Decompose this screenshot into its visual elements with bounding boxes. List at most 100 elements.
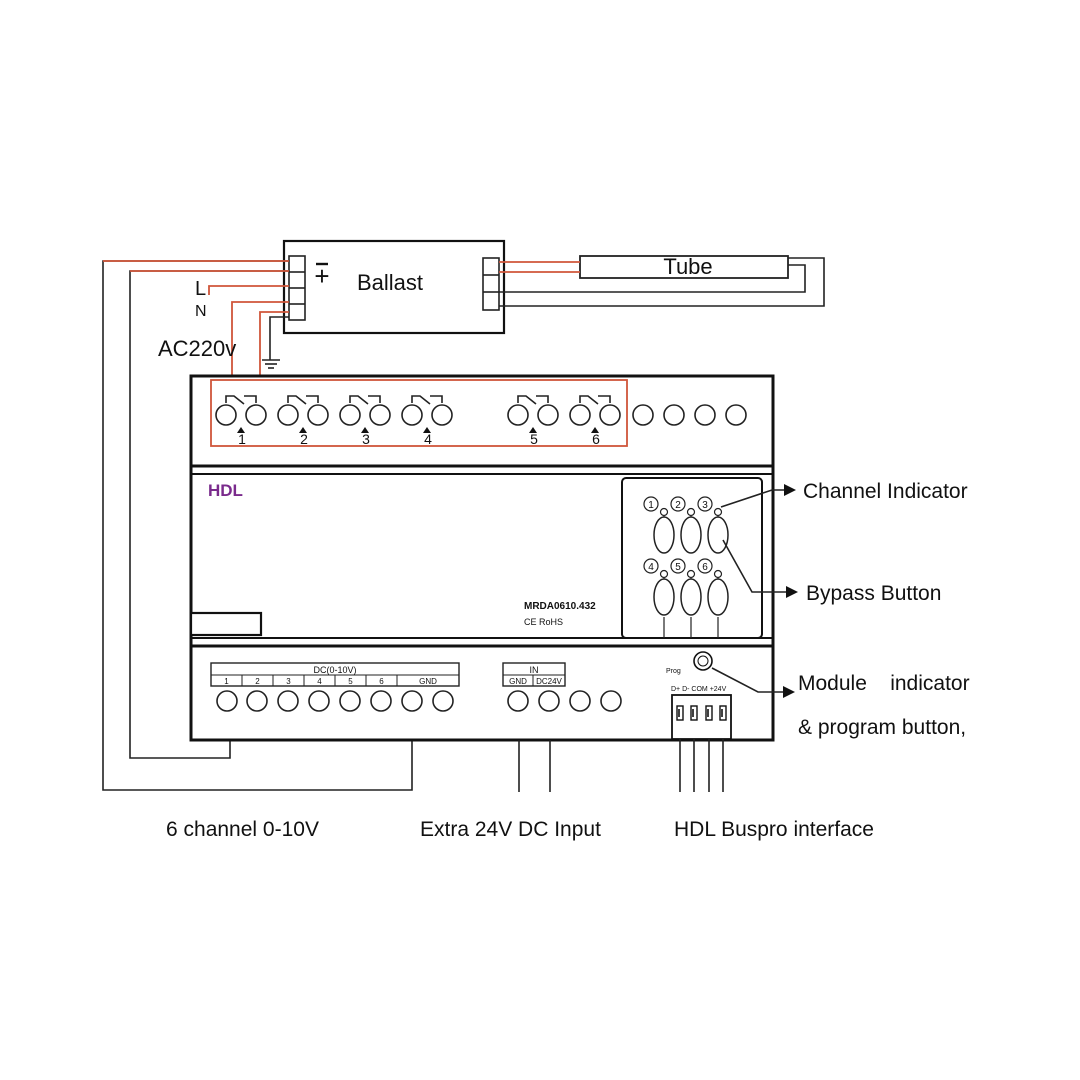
dc-pin-label: 2 xyxy=(255,677,260,686)
bypass-button[interactable] xyxy=(653,516,675,554)
arrow-up-icon xyxy=(591,427,599,433)
channel-number: 3 xyxy=(702,500,708,511)
model-number: MRDA0610.432 xyxy=(524,601,596,612)
terminal-spare xyxy=(569,690,591,712)
bus-pin xyxy=(676,705,684,721)
bus-pin-labels: D+ D- COM +24V xyxy=(671,686,727,693)
leads xyxy=(518,739,724,792)
line-label: L xyxy=(195,278,206,300)
relay-terminal xyxy=(537,404,559,426)
dc-pin-label: 4 xyxy=(317,677,322,686)
dc-channels-label: 6 channel 0-10V xyxy=(166,818,319,841)
bypass-button[interactable] xyxy=(707,578,729,616)
callout-line-module xyxy=(711,667,783,693)
bypass-button[interactable] xyxy=(653,578,675,616)
spare-terminal xyxy=(694,404,716,426)
wire-neutral xyxy=(231,301,289,377)
relay-terminal xyxy=(307,404,329,426)
supply-label: AC220v xyxy=(158,336,236,361)
relay-terminal xyxy=(245,404,267,426)
relay-output-area xyxy=(210,379,628,447)
label-slot xyxy=(189,611,263,637)
relay-switch-icon xyxy=(287,395,307,405)
channel-indicator-led xyxy=(686,569,696,579)
channel-number-badge xyxy=(697,496,713,512)
bypass-channel: 6 xyxy=(697,558,729,616)
wire-earth xyxy=(269,316,289,360)
callout-line-channel xyxy=(720,489,784,508)
bypass-button[interactable] xyxy=(680,578,702,616)
dc-terminal xyxy=(401,690,423,712)
relay-terminal xyxy=(431,404,453,426)
dc-terminal xyxy=(339,690,361,712)
certification-mark: CE RoHS xyxy=(524,617,563,627)
dc-terminal xyxy=(432,690,454,712)
channel-number-badge xyxy=(643,496,659,512)
relay-channel: 3 xyxy=(339,395,391,447)
ballast-label: Ballast xyxy=(357,270,423,295)
arrow-up-icon xyxy=(361,427,369,433)
arrow-icon xyxy=(783,686,795,698)
dc-terminal xyxy=(216,690,238,712)
module-indicator-led xyxy=(697,655,709,667)
channel-indicator-led xyxy=(713,507,723,517)
buspro-label: HDL Buspro interface xyxy=(674,818,874,841)
channel-number: 2 xyxy=(675,500,681,511)
arrow-icon xyxy=(784,484,796,496)
bypass-button[interactable] xyxy=(707,516,729,554)
relay-terminal xyxy=(215,404,237,426)
channel-number-badge xyxy=(670,558,686,574)
dc-pin-label: GND xyxy=(419,677,437,686)
dc-terminal xyxy=(246,690,268,712)
dc-terminal xyxy=(277,690,299,712)
arrow-icon xyxy=(786,586,798,598)
extra-input-label: Extra 24V DC Input xyxy=(420,818,601,841)
prog-label: Prog xyxy=(666,668,681,675)
channel-indicator-label: Channel Indicator xyxy=(803,480,968,503)
bus-pins xyxy=(676,705,727,721)
relay-terminal xyxy=(507,404,529,426)
relay-switch-icon xyxy=(579,395,599,405)
bypass-button[interactable] xyxy=(680,516,702,554)
terminal-in-dc24v xyxy=(538,690,560,712)
relay-switch-icon xyxy=(517,395,537,405)
terminal-spare xyxy=(600,690,622,712)
relay-channel-number: 3 xyxy=(362,431,370,447)
channel-indicator-led xyxy=(686,507,696,517)
dc-block-title: DC(0-10V) xyxy=(313,665,356,675)
channel-indicator-led xyxy=(659,569,669,579)
dc-pin-label: 6 xyxy=(379,677,384,686)
ground-icon xyxy=(262,359,280,369)
callout-line-bypass xyxy=(722,539,786,593)
relay-channel-number: 4 xyxy=(424,431,432,447)
relay-terminal xyxy=(369,404,391,426)
relay-channel: 4 xyxy=(401,395,453,447)
ballast: + Ballast xyxy=(282,239,506,335)
relay-channel: 6 xyxy=(569,395,621,447)
bypass-channel: 4 xyxy=(643,558,675,616)
neutral-label: N xyxy=(195,303,207,320)
relay-terminal xyxy=(339,404,361,426)
arrow-up-icon xyxy=(423,427,431,433)
arrow-up-icon xyxy=(299,427,307,433)
relay-switch-icon xyxy=(349,395,369,405)
channel-number: 6 xyxy=(702,562,708,573)
tube-body xyxy=(579,255,789,279)
bus-pin xyxy=(719,705,727,721)
relay-switch-icon xyxy=(411,395,431,405)
bypass-channel: 3 xyxy=(697,496,729,554)
relay-terminal xyxy=(569,404,591,426)
relay-channel: 1 xyxy=(215,395,267,447)
relay-channel-number: 6 xyxy=(592,431,600,447)
module-indicator-label: Module indicator xyxy=(798,672,970,695)
tube-label: Tube xyxy=(663,254,712,279)
relay-terminal xyxy=(401,404,423,426)
channel-number: 5 xyxy=(675,562,681,573)
channel-number-badge xyxy=(643,558,659,574)
relay-terminal xyxy=(599,404,621,426)
dc-terminal xyxy=(370,690,392,712)
